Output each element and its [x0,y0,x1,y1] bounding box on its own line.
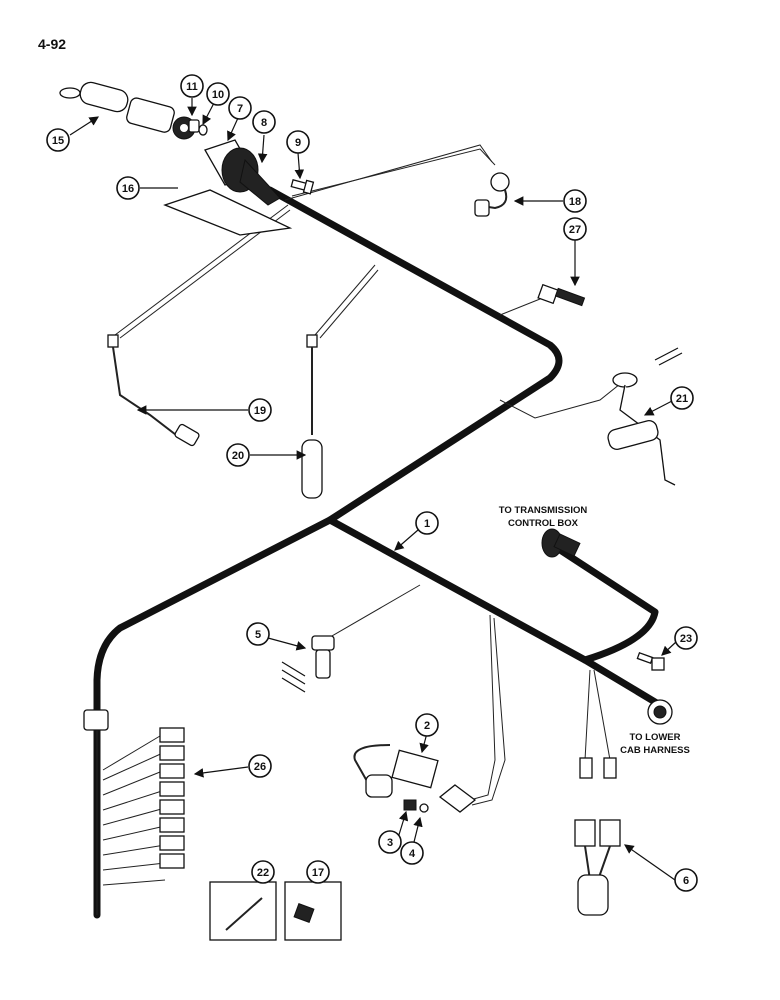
callout-27: 27 [563,217,587,241]
trailer-socket-part [59,81,196,140]
callout-26: 26 [248,754,272,778]
branch-wires [96,144,626,915]
plug-20-part [301,334,323,499]
svg-text:6: 6 [683,875,689,887]
screw-part [290,178,315,195]
callout-15: 15 [46,128,70,152]
callout-11: 11 [180,74,204,98]
svg-text:4: 4 [409,848,416,860]
callout-17: 17 [306,860,330,884]
svg-text:21: 21 [676,393,688,405]
connector-23-part [636,651,665,671]
callout-1: 1 [415,511,439,535]
svg-text:8: 8 [261,117,267,129]
callout-23: 23 [674,626,698,650]
callout-16: 16 [116,176,140,200]
plug-19-part [107,334,200,447]
callout-4: 4 [400,841,424,865]
switch-21-part [607,347,683,486]
svg-text:10: 10 [212,89,224,101]
callout-6: 6 [674,868,698,892]
svg-text:2: 2 [424,720,430,732]
washer-nut-part [188,119,208,136]
mount-plate-part [163,139,293,236]
svg-text:23: 23 [680,633,692,645]
switch-6-part [574,757,621,916]
svg-text:7: 7 [237,103,243,115]
svg-text:27: 27 [569,224,581,236]
svg-text:15: 15 [52,135,64,147]
transmission-connector-part [541,528,581,558]
svg-text:26: 26 [254,761,266,773]
callout-3: 3 [378,830,402,854]
svg-text:1: 1 [424,518,430,530]
svg-text:3: 3 [387,837,393,849]
svg-text:22: 22 [257,867,269,879]
sender-27-part [537,283,586,307]
cable-tie-kit-22 [209,881,277,941]
callout-2: 2 [415,713,439,737]
clip-kit-17 [284,881,342,941]
lower-cab-connector-part [647,699,673,725]
callout-21: 21 [670,386,694,410]
svg-text:5: 5 [255,629,261,641]
main-harness [93,186,669,919]
switch-bank-26-part [83,709,185,869]
lower-cab-note-line1: TO LOWER [629,732,680,743]
svg-text:17: 17 [312,867,324,879]
svg-text:19: 19 [254,405,266,417]
transmission-note-line2: CONTROL BOX [508,518,579,529]
switch-2-part [353,744,477,813]
callout-8: 8 [252,110,276,134]
svg-text:9: 9 [295,137,301,149]
callout-5: 5 [246,622,270,646]
callout-10: 10 [206,82,230,106]
connector-5-part [281,635,335,693]
sensor-18-part [474,172,510,217]
page-number: 4-92 [38,36,67,52]
callout-7: 7 [228,96,252,120]
transmission-note-line1: TO TRANSMISSION [499,505,588,516]
callout-22: 22 [251,860,275,884]
callout-9: 9 [286,130,310,154]
svg-text:11: 11 [186,81,198,93]
switch-bank-wires [102,732,166,886]
svg-text:16: 16 [122,183,134,195]
callout-18: 18 [563,189,587,213]
lower-cab-note-line2: CAB HARNESS [620,745,690,756]
svg-text:20: 20 [232,450,244,462]
callout-19: 19 [248,398,272,422]
callout-20: 20 [226,443,250,467]
svg-text:18: 18 [569,196,581,208]
